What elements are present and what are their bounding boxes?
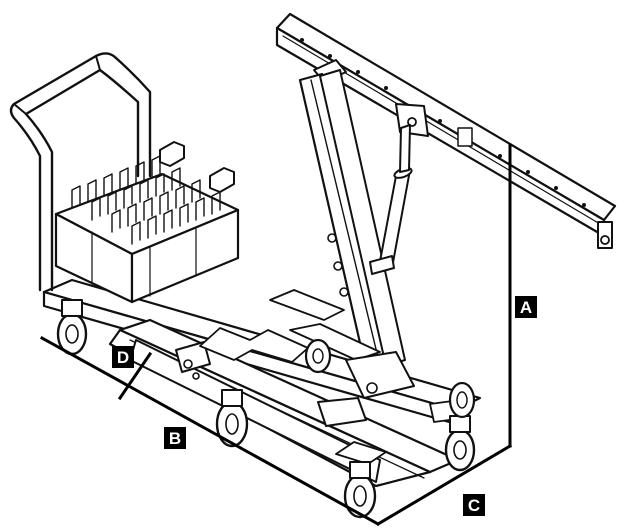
dimension-label-b: B	[169, 429, 181, 448]
battery-block	[54, 141, 240, 304]
dimension-line-c	[375, 443, 513, 527]
hydraulic-cylinder	[369, 124, 413, 275]
dimension-tag-b: B	[164, 427, 186, 449]
dimension-label-c: C	[468, 496, 480, 515]
dimension-line-b	[39, 335, 381, 527]
chassis	[42, 278, 482, 488]
caster-wheel-front-right	[343, 461, 377, 519]
caster-wheel-mid-far	[304, 338, 332, 374]
caster-wheel-middle	[215, 389, 249, 448]
dimension-lines	[39, 143, 513, 527]
boom-arm	[275, 12, 617, 249]
dimension-tag-a: A	[515, 296, 537, 318]
dimension-line-d	[117, 351, 153, 401]
push-handle	[9, 52, 152, 292]
dimension-label-a: A	[520, 298, 532, 317]
dimension-label-d: D	[117, 348, 129, 367]
dimension-tag-d: D	[112, 346, 134, 368]
caster-wheel-rear-right	[444, 415, 476, 472]
dimension-tag-c: C	[463, 494, 485, 516]
caster-wheel-front-left	[56, 299, 88, 356]
caster-wheel-rear-far	[448, 381, 476, 419]
